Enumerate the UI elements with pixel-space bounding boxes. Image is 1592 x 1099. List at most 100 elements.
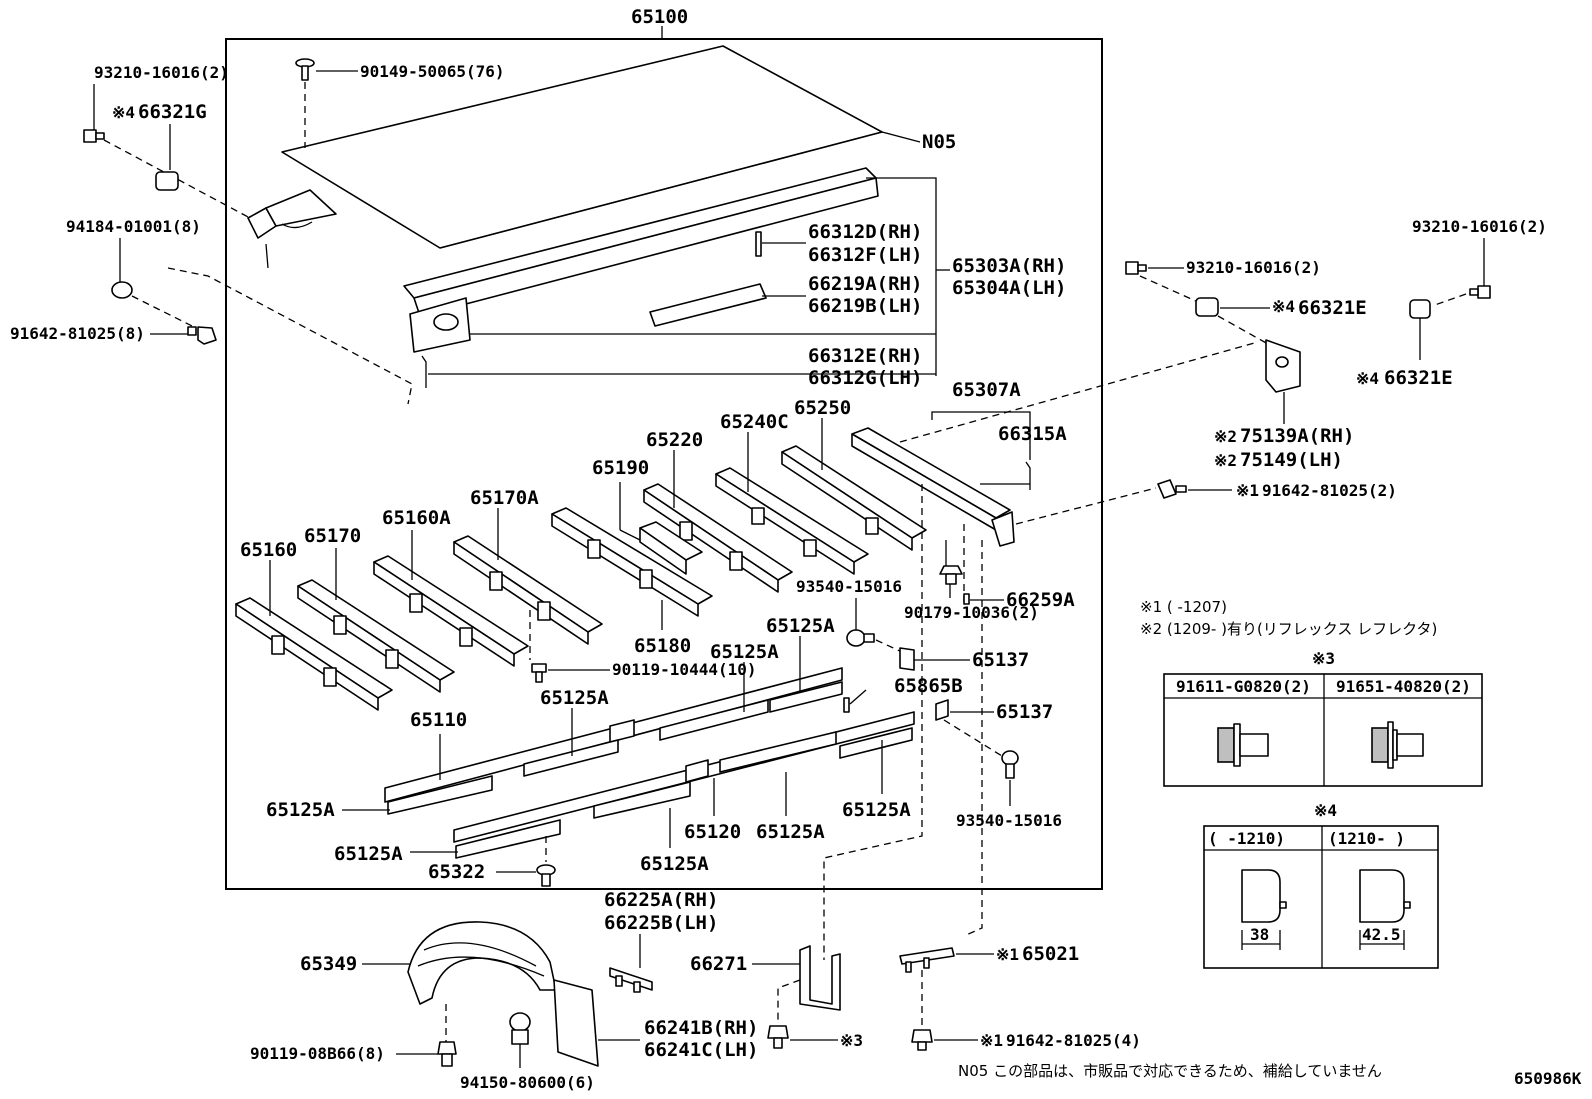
label-65120: 65120 [684,821,741,843]
label-93540-a: 93540-15016 [796,577,902,596]
label-93210-m: 93210-16016(2) [1186,258,1321,277]
bracket-66225a-icon [609,967,653,993]
nut-94150-icon [509,1012,531,1045]
cross-member-65160a [373,555,529,667]
label-65125a-6: 65125A [842,799,911,821]
shim-65125a-6 [839,727,913,759]
label-66271: 66271 [690,953,747,975]
label-65349: 65349 [300,953,357,975]
table3-col1: 91611-G0820(2) [1176,677,1311,696]
label-65125a-5: 65125A [756,821,825,843]
label-66219b: 66219B(LH) [808,295,922,317]
nut-old-icon [1241,869,1287,923]
bolt-93210-m-icon [1125,261,1147,275]
bolt-93540-b-icon [1001,750,1019,779]
bracket-65137-b-icon [935,699,949,721]
table3-box [1163,673,1483,787]
label-93210-tl: 93210-16016(2) [94,63,229,82]
label-66312e: 66312E(RH) [808,345,922,367]
label-66312d: 66312D(RH) [808,221,922,243]
label-65160: 65160 [240,539,297,561]
label-91642-b: 91642-81025(2) [1262,481,1397,500]
table4-title: ※4 [1314,801,1337,820]
label-93540-b: 93540-15016 [956,811,1062,830]
label-65110: 65110 [410,709,467,731]
label-mark1a: ※1 [1236,481,1259,500]
label-65220: 65220 [646,429,703,451]
screw-90149-icon [295,58,315,81]
label-65170a: 65170A [470,487,539,509]
bracket-75139a-icon [1265,339,1301,393]
label-65190: 65190 [592,457,649,479]
label-94184: 94184-01001(8) [66,217,201,236]
cross-member-65240c [715,467,869,575]
bolt-90119-a-icon [531,663,547,683]
label-66321e-a: 66321E [1298,297,1367,319]
label-66312g: 66312G(LH) [808,367,922,389]
label-65137-b: 65137 [996,701,1053,723]
label-mark4a: ※4 [112,103,135,122]
note-n05: N05 この部品は、市販品で対応できるため、補給していません [958,1062,1382,1080]
stay-65021 [899,947,955,973]
nut-new-icon [1359,869,1411,923]
label-mark3: ※3 [840,1031,863,1050]
label-65303a: 65303A(RH) [952,255,1066,277]
nut-66321g-icon [155,171,179,191]
label-65125a-4: 65125A [266,799,335,821]
nut-66321e-a-icon [1195,297,1219,317]
label-66315a: 66315A [998,423,1067,445]
label-65021: 65021 [1022,943,1079,965]
table3-col2: 91651-40820(2) [1336,677,1471,696]
assembly-frame [225,38,1103,890]
label-65125a-7: 65125A [640,853,709,875]
note-mark1: ※1 ( -1207) [1140,598,1227,616]
label-66225a: 66225A(RH) [604,889,718,911]
cross-member-65307a [851,427,1015,547]
bolt-93210-tr-icon [1469,285,1491,299]
bolt-93540-a-icon [846,629,875,647]
pin-66312e [421,355,427,388]
label-mark4c: ※4 [1356,369,1379,388]
pin-66312d [755,231,762,257]
label-65125a-1: 65125A [766,615,835,637]
label-66225b: 66225B(LH) [604,912,718,934]
label-65160a: 65160A [382,507,451,529]
label-65137-a: 65137 [972,649,1029,671]
mudguard-65349 [407,921,557,1005]
label-75149: 75149(LH) [1240,449,1343,471]
pin-66315a [1025,461,1031,490]
bolt-91642-b-icon [1157,479,1187,499]
label-65307a: 65307A [952,379,1021,401]
label-66312f: 66312F(LH) [808,244,922,266]
cross-member-65180 [551,507,713,617]
hanger-66271 [799,945,841,1011]
grommet-94184-icon [111,281,133,299]
label-mark1c: ※1 [980,1031,1003,1050]
cross-member-65170a [453,535,603,645]
label-75139a: 75139A(RH) [1240,425,1354,447]
label-65304a: 65304A(LH) [952,277,1066,299]
bolt-93210-tl-icon [83,129,105,143]
mud-flap-66241b [553,979,599,1067]
label-66241c: 66241C(LH) [644,1039,758,1061]
label-65180: 65180 [634,635,691,657]
label-90179: 90179-10036(2) [904,603,1039,622]
label-mark1b: ※1 [996,945,1019,964]
table4-dim1: 38 [1250,925,1269,944]
pin-66259a [963,593,970,605]
label-94150: 94150-80600(6) [460,1073,595,1092]
pin-65865b [843,697,850,713]
label-91642-a: 91642-81025(8) [10,324,145,343]
cross-member-65160 [235,597,393,711]
label-91642-c: 91642-81025(4) [1006,1031,1141,1050]
label-mark4b: ※4 [1272,297,1295,316]
shim-65125a-5 [719,731,837,773]
cross-member-65170 [297,579,455,693]
sill-65110 [384,667,843,803]
clip-90179-icon [939,565,963,585]
label-65125a-2: 65125A [710,641,779,663]
stay-66219a [649,283,767,327]
shim-65125a-7 [593,781,691,819]
bolt-90119-b-icon [437,1041,457,1067]
shim-65125a-8 [455,819,561,859]
